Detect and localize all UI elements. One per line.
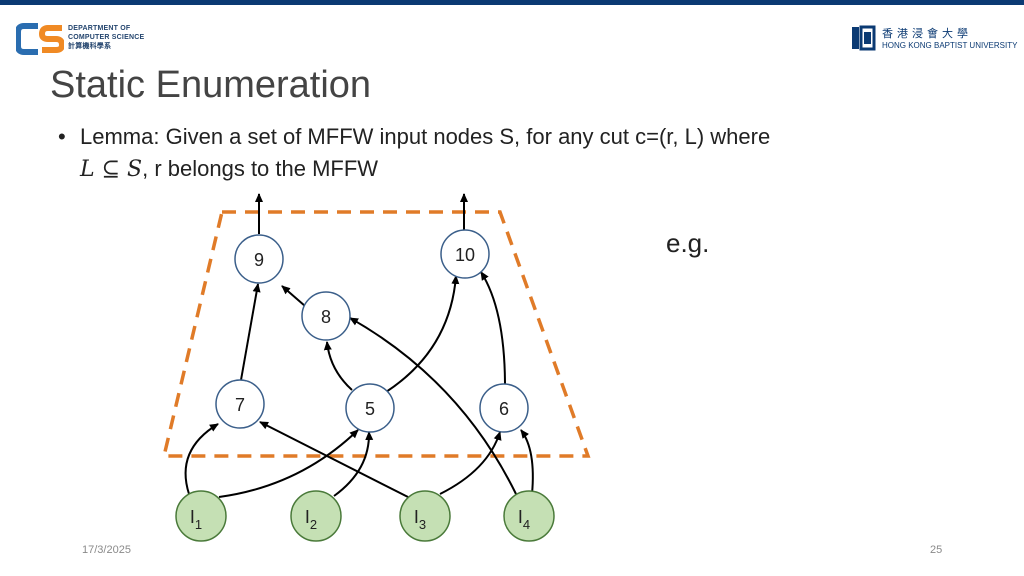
example-label: e.g. bbox=[666, 228, 710, 258]
hkbu-logo: 香港浸會大學 HONG KONG BAPTIST UNIVERSITY bbox=[850, 24, 1018, 54]
node-10: 10 bbox=[440, 229, 490, 279]
svg-text:I1: I1 bbox=[190, 507, 202, 532]
input-i1-sub: 1 bbox=[195, 517, 202, 532]
node-8: 8 bbox=[301, 291, 351, 341]
edge-7-9 bbox=[240, 283, 261, 381]
edge-i4-6 bbox=[520, 429, 534, 495]
cut-boundary bbox=[161, 210, 591, 458]
page-number: 25 bbox=[930, 544, 943, 556]
top-accent-bar bbox=[0, 0, 1024, 5]
node-5-label: 5 bbox=[365, 399, 375, 419]
hkbu-crest-icon bbox=[852, 25, 876, 51]
dept-line-1: DEPARTMENT OF bbox=[68, 25, 131, 32]
svg-text:I2: I2 bbox=[305, 507, 317, 532]
cs-department-logo: DEPARTMENT OF COMPUTER SCIENCE 計算機科學系 bbox=[16, 22, 166, 56]
bullet-point: • bbox=[58, 124, 66, 149]
lemma-text-line-2: L ⊆ S, r belongs to the MFFW bbox=[80, 156, 378, 182]
lemma-text-line-2-rest: , r belongs to the MFFW bbox=[142, 156, 379, 181]
edge-5-8 bbox=[323, 341, 353, 391]
footer-date: 17/3/2025 bbox=[82, 544, 131, 556]
input-i3-label: I bbox=[414, 507, 419, 527]
node-9: 9 bbox=[234, 234, 284, 284]
input-node-i2: I2 bbox=[290, 490, 342, 542]
edge-6-10 bbox=[480, 271, 506, 387]
cs-logo-icon bbox=[16, 23, 64, 55]
node-7: 7 bbox=[215, 379, 265, 429]
svg-text:I4: I4 bbox=[518, 507, 530, 532]
lemma-math-subset: L ⊆ S bbox=[80, 157, 143, 182]
edge-i2-5 bbox=[333, 431, 374, 497]
edge-8-9 bbox=[281, 285, 306, 307]
edge-i3-7 bbox=[259, 421, 409, 498]
edge-i4-8 bbox=[349, 317, 517, 495]
edge-i1-5 bbox=[218, 429, 359, 498]
input-i2-sub: 2 bbox=[310, 517, 317, 532]
input-i4-label: I bbox=[518, 507, 523, 527]
edge-i1-7 bbox=[184, 423, 219, 495]
node-7-label: 7 bbox=[235, 395, 245, 415]
node-9-label: 9 bbox=[254, 250, 264, 270]
node-6-label: 6 bbox=[499, 399, 509, 419]
dept-line-2: COMPUTER SCIENCE bbox=[68, 34, 145, 41]
input-i1-label: I bbox=[190, 507, 195, 527]
input-i3-sub: 3 bbox=[419, 517, 426, 532]
dept-line-3: 計算機科學系 bbox=[68, 43, 112, 50]
node-8-label: 8 bbox=[321, 307, 331, 327]
node-6: 6 bbox=[479, 383, 529, 433]
node-5: 5 bbox=[345, 383, 395, 433]
node-10-label: 10 bbox=[455, 245, 475, 265]
svg-text:I3: I3 bbox=[414, 507, 426, 532]
university-name-english: HONG KONG BAPTIST UNIVERSITY bbox=[882, 41, 1018, 50]
input-i4-sub: 4 bbox=[523, 517, 530, 532]
university-name-chinese: 香港浸會大學 bbox=[882, 27, 972, 40]
edge-i3-6 bbox=[439, 431, 502, 495]
lemma-text-line-1: Lemma: Given a set of MFFW input nodes S… bbox=[80, 124, 771, 149]
input-node-i1: I1 bbox=[175, 490, 227, 542]
input-node-i3: I3 bbox=[399, 490, 451, 542]
slide-title: Static Enumeration bbox=[50, 64, 372, 106]
input-i2-label: I bbox=[305, 507, 310, 527]
input-node-i4: I4 bbox=[503, 490, 555, 542]
edge-5-10 bbox=[385, 275, 460, 393]
